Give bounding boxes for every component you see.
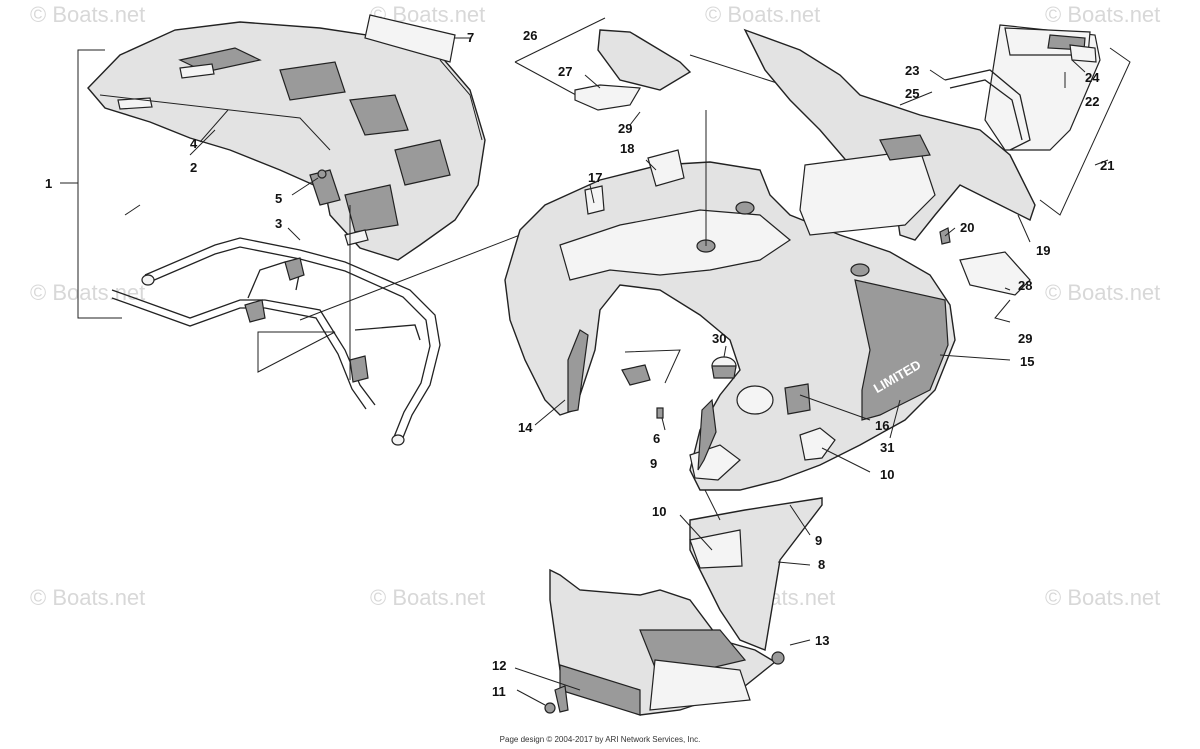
callout-number: 4 [190, 136, 198, 151]
callout-number: 5 [275, 191, 282, 206]
callout-number: 9 [815, 533, 822, 548]
watermark-text: © Boats.net [30, 280, 145, 305]
callout-number: 20 [960, 220, 974, 235]
callout-number: 30 [712, 331, 726, 346]
rear-rack [87, 21, 486, 261]
callout-number: 23 [905, 63, 919, 78]
watermark-text: © Boats.net [1045, 2, 1160, 27]
callout-number: 22 [1085, 94, 1099, 109]
watermark-text: © Boats.net [30, 585, 145, 610]
callout-number: 10 [880, 467, 894, 482]
callout-number: 8 [818, 557, 825, 572]
rack-frame [111, 237, 441, 446]
callout-number: 29 [1018, 331, 1032, 346]
callout-number: 28 [1018, 278, 1032, 293]
watermark-text: © Boats.net [370, 585, 485, 610]
footwell [549, 497, 823, 716]
callout-number: 24 [1085, 70, 1100, 85]
callout-number: 18 [620, 141, 634, 156]
watermark-text: © Boats.net [1045, 585, 1160, 610]
callout-number: 31 [880, 440, 894, 455]
callout-number: 13 [815, 633, 829, 648]
callout-number: 3 [275, 216, 282, 231]
callout-number: 17 [588, 170, 602, 185]
callout-number: 27 [558, 64, 572, 79]
callout-number: 21 [1100, 158, 1114, 173]
callout-number: 14 [518, 420, 533, 435]
storage-assembly [743, 24, 1101, 296]
callout-number: 26 [523, 28, 537, 43]
callout-number: 29 [618, 121, 632, 136]
callout-number: 7 [467, 30, 474, 45]
callout-number: 9 [650, 456, 657, 471]
callout-number: 1 [45, 176, 52, 191]
callout-number: 12 [492, 658, 506, 673]
watermark-text: © Boats.net [1045, 280, 1160, 305]
watermark-text: © Boats.net [30, 2, 145, 27]
callout-number: 10 [652, 504, 666, 519]
callout-number: 2 [190, 160, 197, 175]
rear-fender [504, 149, 956, 491]
callout-number: 25 [905, 86, 919, 101]
watermark-text: © Boats.net [705, 2, 820, 27]
callout-number: 6 [653, 431, 660, 446]
callout-number: 15 [1020, 354, 1034, 369]
callout-number: 16 [875, 418, 889, 433]
callout-number: 11 [492, 684, 506, 699]
callout-layer: 1234567899101011121314151617181920212223… [45, 28, 1114, 699]
callout-number: 19 [1036, 243, 1050, 258]
footer-credit: Page design © 2004-2017 by ARI Network S… [499, 735, 701, 744]
